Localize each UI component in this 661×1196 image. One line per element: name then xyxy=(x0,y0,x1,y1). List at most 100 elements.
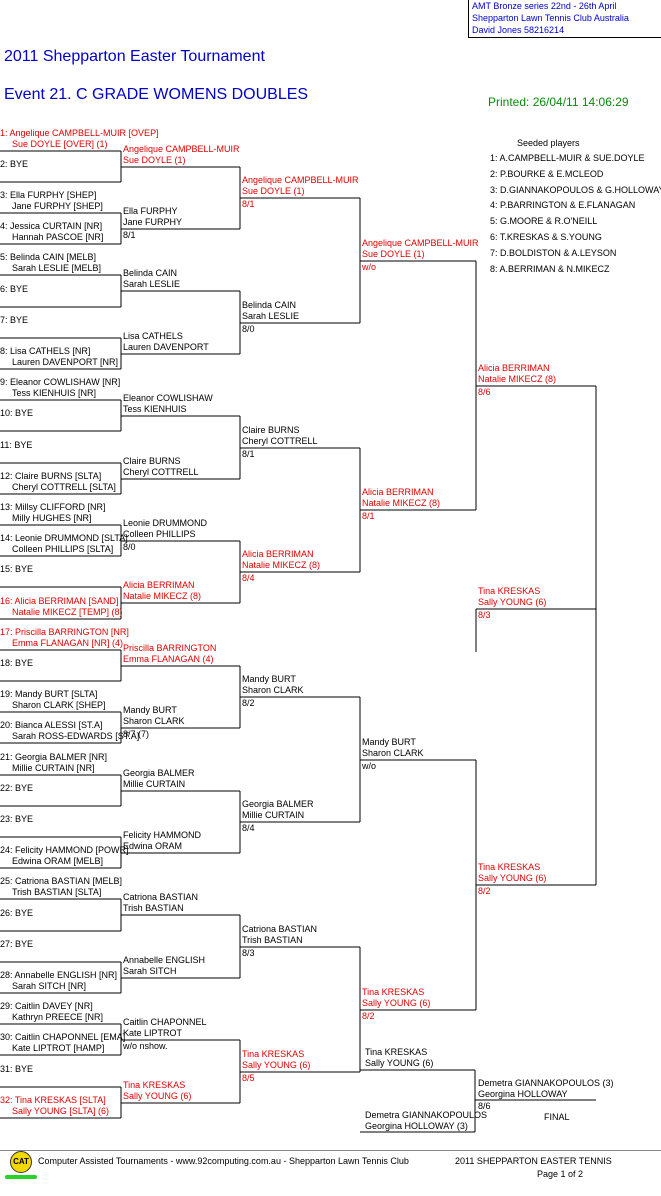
seed-entry: 7: D.BOLDISTON & A.LEYSON xyxy=(490,247,617,258)
seed-entry: 1: A.CAMPBELL-MUIR & SUE.DOYLE xyxy=(490,153,645,163)
r1-partner: Kathryn PREECE [NR] xyxy=(12,1012,104,1022)
r1-player: 5: Belinda CAIN [MELB] xyxy=(0,252,97,262)
r3-player: Georgia BALMER xyxy=(242,799,314,809)
r1-partner: Jane FURPHY [SHEP] xyxy=(12,201,103,211)
final-score: 8/6 xyxy=(478,1101,491,1111)
r4-partner: Sally YOUNG (6) xyxy=(362,998,431,1008)
r1-player: 31: BYE xyxy=(0,1064,34,1074)
r1-player: 1: Angelique CAMPBELL-MUIR [OVEP] xyxy=(0,128,159,138)
r3-partner: Sarah LESLIE xyxy=(242,311,300,321)
r1-player: 10: BYE xyxy=(0,408,34,418)
r2-player: Belinda CAIN xyxy=(123,268,178,278)
r2-player: Catriona BASTIAN xyxy=(123,892,199,902)
r1-partner: Natalie MIKECZ [TEMP] (8) xyxy=(12,607,123,617)
r1-partner: Milly HUGHES [NR] xyxy=(12,513,92,523)
r2-partner: Tess KIENHUIS xyxy=(123,404,187,414)
seed-entry: 2: P.BOURKE & E.MCLEOD xyxy=(490,168,604,179)
tournament-info-box: AMT Bronze series 22nd - 26th April Shep… xyxy=(468,0,661,38)
r2-player: Mandy BURT xyxy=(123,705,177,715)
info-line: AMT Bronze series 22nd - 26th April xyxy=(472,1,617,11)
r1-player: 25: Catriona BASTIAN [MELB] xyxy=(0,876,123,886)
r4-score: 8/2 xyxy=(362,1011,375,1021)
r6-partner: Sally YOUNG (6) xyxy=(478,597,547,607)
final-winner-partner: Georgina HOLLOWAY xyxy=(478,1089,568,1099)
r3-score: 8/5 xyxy=(242,1073,255,1083)
r2-player: Angelique CAMPBELL-MUIR xyxy=(123,144,240,154)
r2-player: Eleanor COWLISHAW xyxy=(123,393,213,403)
r2-partner: Jane FURPHY xyxy=(123,217,183,227)
r2-partner: Edwina ORAM xyxy=(123,841,183,851)
r2-score: 8/0 xyxy=(123,542,136,552)
r3-player: Mandy BURT xyxy=(242,674,296,684)
r5-player: Alicia BERRIMAN xyxy=(478,363,550,373)
r2-partner: Sally YOUNG (6) xyxy=(123,1091,192,1101)
footer-credit: Computer Assisted Tournaments - www.92co… xyxy=(38,1156,409,1166)
r3-partner: Sharon CLARK xyxy=(242,685,304,695)
r1-player: 29: Caitlin DAVEY [NR] xyxy=(0,1001,93,1011)
r1-partner: Sue DOYLE [OVER] (1) xyxy=(12,139,108,149)
r1-player: 26: BYE xyxy=(0,908,34,918)
r1-player: 21: Georgia BALMER [NR] xyxy=(0,752,108,762)
r3-score: 8/2 xyxy=(242,698,255,708)
r2-score: 8/7 (7) xyxy=(123,729,150,739)
r1-partner: Emma FLANAGAN [NR] (4) xyxy=(12,638,124,648)
r1-player: 8: Lisa CATHELS [NR] xyxy=(0,346,91,356)
r1-player: 11: BYE xyxy=(0,440,33,450)
r3-score: 8/3 xyxy=(242,948,255,958)
r2-player: Claire BURNS xyxy=(123,456,181,466)
r3-player: Claire BURNS xyxy=(242,425,300,435)
r3-partner: Trish BASTIAN xyxy=(242,935,303,945)
r1-partner: Sarah ROSS-EDWARDS [ST.A] xyxy=(12,731,140,741)
r4-player: Alicia BERRIMAN xyxy=(362,487,434,497)
r2-partner: Kate LIPTROT xyxy=(123,1028,183,1038)
r2-player: Felicity HAMMOND xyxy=(123,830,201,840)
seed-entry: 3: D.GIANNAKOPOULOS & G.HOLLOWAY xyxy=(490,184,661,195)
r1-player: 27: BYE xyxy=(0,939,34,949)
r2-partner: Natalie MIKECZ (8) xyxy=(123,591,202,601)
final-top-partner: Sally YOUNG (6) xyxy=(365,1058,434,1068)
r3-partner: Millie CURTAIN xyxy=(242,810,305,820)
r3-player: Alicia BERRIMAN xyxy=(242,549,314,559)
r3-score: 8/0 xyxy=(242,324,255,334)
final-top-player: Tina KRESKAS xyxy=(365,1047,428,1057)
r1-partner: Hannah PASCOE [NR] xyxy=(12,232,104,242)
seed-entry: 6: T.KRESKAS & S.YOUNG xyxy=(490,232,602,242)
r2-partner: Trish BASTIAN xyxy=(123,903,184,913)
r1-player: 23: BYE xyxy=(0,814,34,824)
r3-player: Belinda CAIN xyxy=(242,300,297,310)
r1-player: 13: Millsy CLIFFORD [NR] xyxy=(0,502,106,512)
r1-partner: Sarah SITCH [NR] xyxy=(12,981,87,991)
r2-player: Priscilla BARRINGTON xyxy=(123,643,217,653)
r3-partner: Sue DOYLE (1) xyxy=(242,186,305,196)
r1-player: 19: Mandy BURT [SLTA] xyxy=(0,689,98,699)
r5-partner: Sally YOUNG (6) xyxy=(478,873,547,883)
seed-entry: 8: A.BERRIMAN & N.MIKECZ xyxy=(490,263,610,274)
r3-score: 8/1 xyxy=(242,199,255,209)
r2-score: w/o nshow. xyxy=(123,1041,168,1051)
r1-player: 15: BYE xyxy=(0,564,34,574)
r3-player: Catriona BASTIAN xyxy=(242,924,318,934)
r3-partner: Cheryl COTTRELL xyxy=(242,436,318,446)
r3-player: Angelique CAMPBELL-MUIR xyxy=(242,175,359,185)
r1-player: 17: Priscilla BARRINGTON [NR] xyxy=(0,627,129,637)
r1-player: 4: Jessica CURTAIN [NR] xyxy=(0,221,103,231)
r4-player: Angelique CAMPBELL-MUIR xyxy=(362,238,479,248)
r1-player: 3: Ella FURPHY [SHEP] xyxy=(0,190,97,200)
final-winner-player: Demetra GIANNAKOPOULOS (3) xyxy=(478,1078,614,1088)
printed-timestamp: Printed: 26/04/11 14:06:29 xyxy=(488,95,629,109)
r1-partner: Colleen PHILLIPS [SLTA] xyxy=(12,544,114,554)
r1-player: 32: Tina KRESKAS [SLTA] xyxy=(0,1095,106,1105)
r3-score: 8/4 xyxy=(242,823,255,833)
r6-score: 8/3 xyxy=(478,610,491,620)
r1-player: 18: BYE xyxy=(0,658,34,668)
r2-score: 8/1 xyxy=(123,230,136,240)
r1-player: 14: Leonie DRUMMOND [SLTA] xyxy=(0,533,128,543)
r1-player: 24: Felicity HAMMOND [POWR] xyxy=(0,845,129,855)
final-label: FINAL xyxy=(544,1112,570,1122)
r2-player: Caitlin CHAPONNEL xyxy=(123,1017,207,1027)
r1-partner: Cheryl COTTRELL [SLTA] xyxy=(12,482,116,492)
r5-score: 8/6 xyxy=(478,387,491,397)
r1-partner: Edwina ORAM [MELB] xyxy=(12,856,104,866)
footer-event: 2011 SHEPPARTON EASTER TENNIS xyxy=(455,1156,612,1166)
